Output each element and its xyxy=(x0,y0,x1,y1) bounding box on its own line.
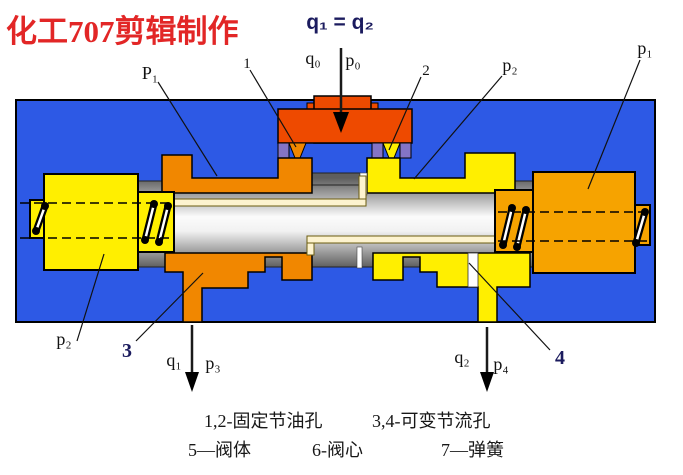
leader-orifice-2 xyxy=(388,76,422,151)
spring-left-coil-1 xyxy=(141,200,158,244)
title-flow-equality: q₁ = q₂ xyxy=(306,11,374,34)
label-orifice-1: 1 xyxy=(243,56,251,72)
label-q1: q₁ xyxy=(166,350,181,370)
legend-spring: 7—弹簧 xyxy=(441,440,504,460)
leader-orifice-1 xyxy=(249,69,297,148)
spring-right-outer xyxy=(632,208,649,247)
spring-left-coil-2 xyxy=(155,202,172,246)
legend-variable-orifices: 3,4-可变节流孔 xyxy=(372,411,491,431)
legend-spool: 6-阀心 xyxy=(312,440,363,460)
sleeve-top-left xyxy=(161,154,313,194)
spring-coils xyxy=(32,200,649,251)
label-p4: p₄ xyxy=(493,354,508,374)
label-p1-right: p₁ xyxy=(637,38,652,58)
sleeve-bottom-right-outlet xyxy=(372,252,531,323)
left-end-cap xyxy=(43,173,139,271)
legend-valve-body: 5—阀体 xyxy=(188,440,251,460)
spring-left-outer xyxy=(32,202,49,235)
label-p0: p₀ xyxy=(345,50,360,70)
label-q0: q₀ xyxy=(305,48,320,68)
orifice2-seat-left xyxy=(371,142,384,159)
label-P1-chamber: P₁ xyxy=(142,63,158,83)
legend-fixed-orifices: 1,2-固定节油孔 xyxy=(204,411,323,431)
leader-p2-bottom xyxy=(76,253,105,342)
sleeve-bottom-left-outlet xyxy=(164,252,313,323)
label-orifice-4: 4 xyxy=(555,347,565,369)
label-orifice-2: 2 xyxy=(422,63,430,79)
inlet-arrow-head xyxy=(333,112,349,133)
internal-passage-upper xyxy=(173,198,367,207)
watermark-text: 化工707剪辑制作 xyxy=(6,14,239,49)
internal-passage-lower xyxy=(306,235,498,244)
right-end-cap xyxy=(532,171,636,274)
leader-p2-top xyxy=(413,75,503,180)
sleeve-top-right xyxy=(366,152,516,194)
leader-p1-right xyxy=(587,59,641,190)
spool-center-land xyxy=(306,172,361,186)
gap-bottom-center xyxy=(356,246,363,269)
leader-orifice-4 xyxy=(468,262,551,351)
label-p2-bottom: p₂ xyxy=(56,329,71,349)
variable-orifice-4-gap xyxy=(467,252,479,288)
centerlines xyxy=(20,202,652,242)
label-p2-top: p₂ xyxy=(502,55,517,75)
leader-orifice-3 xyxy=(135,272,204,342)
flow-arrows xyxy=(185,48,494,392)
spring-right-coil-1 xyxy=(499,204,516,249)
label-q2: q₂ xyxy=(454,347,469,367)
leader-lines xyxy=(76,59,641,351)
outlet-left-arrow-head xyxy=(185,372,199,392)
orifice1-seat-left xyxy=(277,142,290,159)
orifice2-seat-right xyxy=(399,142,412,159)
label-orifice-3: 3 xyxy=(122,340,132,362)
outlet-right-arrow-head xyxy=(480,372,494,392)
label-p3: p₃ xyxy=(205,353,220,373)
leader-P1 xyxy=(157,81,218,177)
